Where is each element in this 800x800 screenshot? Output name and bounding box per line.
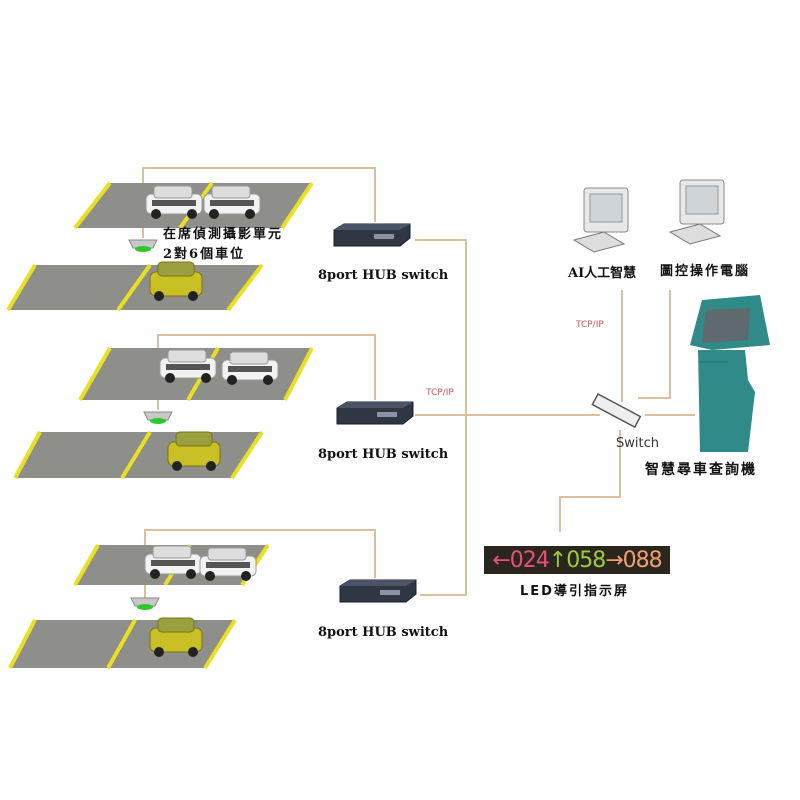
parking-zone-1 bbox=[6, 181, 314, 312]
ai-computer bbox=[573, 187, 629, 253]
ai-computer-label: AI人工智慧 bbox=[568, 266, 637, 281]
spaces-label: 2對6個車位 bbox=[163, 247, 246, 262]
left-arrow-icon: ← bbox=[492, 547, 510, 573]
tcp-ip-label-pc: TCP/IP bbox=[576, 320, 604, 330]
hub-switch-1 bbox=[333, 223, 411, 247]
hub-label-3: 8port HUB switch bbox=[318, 625, 449, 640]
switch-label: Switch bbox=[616, 436, 659, 451]
up-arrow-icon: ↑ bbox=[548, 547, 567, 573]
camera-unit-label: 在席偵測攝影單元 bbox=[163, 227, 284, 242]
central-switch bbox=[591, 392, 642, 429]
parking-zone-2 bbox=[13, 347, 314, 480]
right-arrow-icon: → bbox=[605, 547, 623, 573]
led-guidance-display: ← 024 ↑ 058 → 088 bbox=[484, 546, 670, 574]
control-computer-label: 圖控操作電腦 bbox=[660, 264, 751, 279]
parking-zone-3 bbox=[8, 543, 270, 670]
kiosk-machine bbox=[690, 295, 770, 452]
hub-switch-3 bbox=[339, 579, 417, 603]
led-value-left: 024 bbox=[509, 547, 550, 573]
led-value-right: 088 bbox=[622, 547, 663, 573]
led-display-label: LED導引指示屏 bbox=[520, 584, 629, 599]
hub-switch-2 bbox=[336, 401, 414, 425]
hub-label-1: 8port HUB switch bbox=[318, 268, 449, 283]
control-computer bbox=[669, 179, 725, 245]
hub-label-2: 8port HUB switch bbox=[318, 447, 449, 462]
led-value-up: 058 bbox=[566, 547, 606, 573]
kiosk-label: 智慧尋車查詢機 bbox=[645, 462, 757, 478]
tcp-ip-label-main: TCP/IP bbox=[426, 388, 454, 398]
